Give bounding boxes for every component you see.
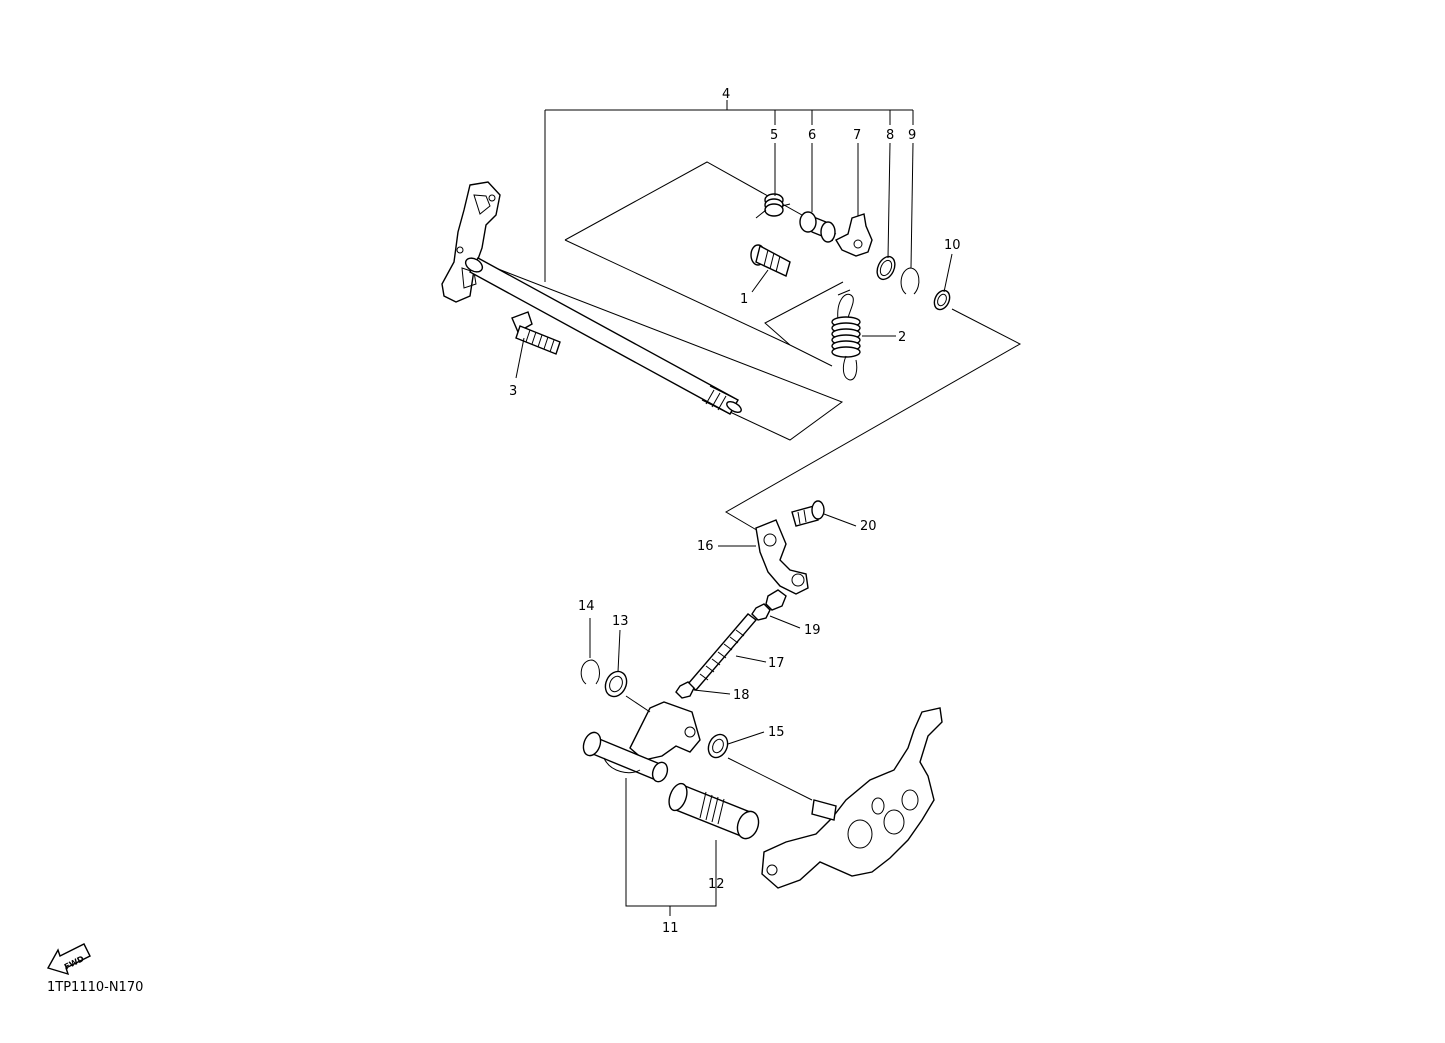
callout-19: 19 bbox=[804, 623, 821, 638]
callout-1: 1 bbox=[740, 292, 748, 307]
shift-link-arm bbox=[755, 519, 809, 595]
reference-frame-lines bbox=[479, 161, 1022, 533]
bolt-20 bbox=[791, 500, 825, 527]
callout-11: 11 bbox=[662, 921, 679, 936]
callout-16: 16 bbox=[697, 539, 714, 554]
callout-4: 4 bbox=[722, 87, 730, 102]
tension-spring bbox=[831, 293, 861, 381]
circlip-14 bbox=[580, 659, 600, 685]
stud-bolt bbox=[511, 311, 561, 355]
washer-8 bbox=[876, 255, 896, 281]
callout-2: 2 bbox=[898, 330, 906, 345]
washer-15 bbox=[707, 733, 729, 759]
callout-12: 12 bbox=[708, 877, 725, 892]
torsion-spring bbox=[755, 193, 791, 219]
shift-rod bbox=[686, 613, 758, 691]
callout-8: 8 bbox=[886, 128, 894, 143]
callout-14: 14 bbox=[578, 599, 595, 614]
callout-18: 18 bbox=[733, 688, 750, 703]
shift-shaft bbox=[464, 257, 742, 415]
lever-plate bbox=[835, 213, 873, 257]
callout-13: 13 bbox=[612, 614, 629, 629]
collar bbox=[799, 211, 836, 243]
joint-19-upper bbox=[765, 589, 787, 611]
lock-nut-18 bbox=[675, 681, 695, 699]
washer-10 bbox=[933, 289, 951, 311]
circlip-9 bbox=[900, 267, 920, 295]
callout-10: 10 bbox=[944, 238, 961, 253]
shift-pedal-lever bbox=[582, 701, 701, 783]
callout-17: 17 bbox=[768, 656, 785, 671]
footrest-bracket bbox=[761, 707, 943, 889]
group-bracket-4 bbox=[544, 100, 914, 282]
callout-6: 6 bbox=[808, 128, 816, 143]
callout-3: 3 bbox=[509, 384, 517, 399]
callout-15: 15 bbox=[768, 725, 785, 740]
bolt-1 bbox=[750, 244, 791, 277]
diagram-code: 1TP1110-N170 bbox=[47, 980, 144, 995]
callout-9: 9 bbox=[908, 128, 916, 143]
callout-7: 7 bbox=[853, 128, 861, 143]
washer-13 bbox=[604, 670, 628, 698]
leader-lines bbox=[515, 142, 953, 916]
fwd-arrow-icon: FWD bbox=[46, 943, 91, 976]
lock-nut-19 bbox=[751, 603, 771, 621]
callout-5: 5 bbox=[770, 128, 778, 143]
pedal-rubber bbox=[668, 782, 760, 840]
callout-20: 20 bbox=[860, 519, 877, 534]
callout-labels: 4 5 6 7 8 9 10 1 2 3 20 16 14 13 19 17 1… bbox=[509, 87, 961, 936]
